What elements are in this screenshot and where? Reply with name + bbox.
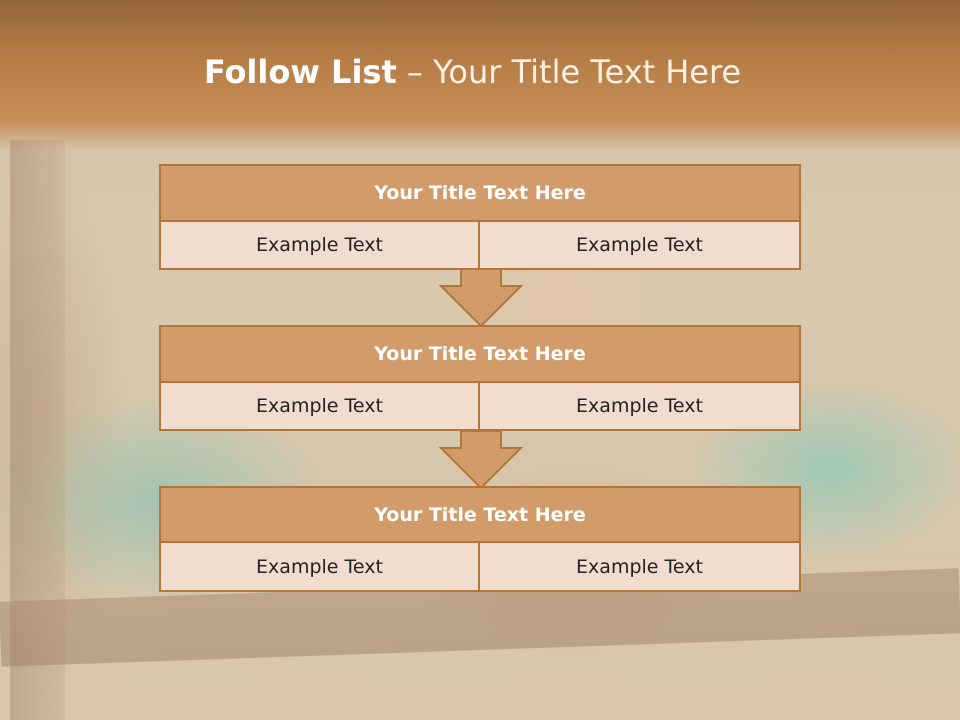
list-block-2: Your Title Text Here Example Text Exampl… [159,325,801,433]
list-block-1: Your Title Text Here Example Text Exampl… [159,164,801,272]
slide-title-bold: Follow List [203,53,397,91]
block-cell-left: Example Text [159,220,480,270]
block-cell-left: Example Text [159,381,480,431]
down-arrow-icon [439,268,523,328]
down-arrow-icon [439,430,523,490]
slide-title: Follow List – Your Title Text Here [0,53,945,91]
block-cell-right: Example Text [480,381,801,431]
list-block-3: Your Title Text Here Example Text Exampl… [159,486,801,592]
slide-title-rest: – Your Title Text Here [396,53,742,91]
block-title: Your Title Text Here [159,325,801,383]
block-cell-right: Example Text [480,541,801,592]
block-title: Your Title Text Here [159,486,801,543]
block-title: Your Title Text Here [159,164,801,222]
title-bar [0,0,960,150]
block-cell-left: Example Text [159,541,480,592]
block-cell-right: Example Text [480,220,801,270]
